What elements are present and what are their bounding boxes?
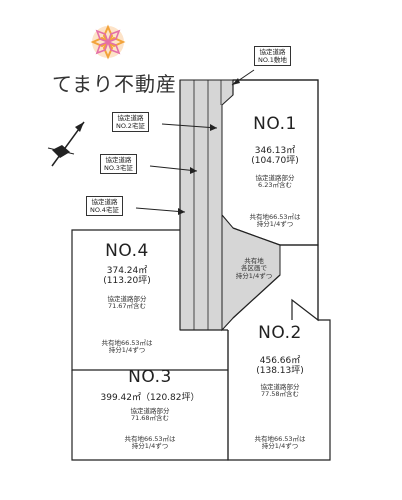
shared-land-label: 共有地 各区画で 持分1/4ずつ [235,257,273,280]
lot-no4-share-note: 共有地66.53㎡は 持分1/4ずつ [101,339,153,355]
lot-no2-road-note: 協定道路部分 77.58㎡含む [260,383,300,399]
brand-name: てまり不動産 [52,72,177,96]
callout-road-no3: 協定道路 NO.3宅証 [100,154,137,175]
lot-no1-title: NO.1 [253,114,297,134]
lot-no3-road-note: 協定道路部分 71.68㎡含む [130,407,170,423]
lot-no1-road-note: 協定道路部分 6.23㎡含む [255,174,295,190]
callout-road-no4: 協定道路 NO.4宅証 [86,196,123,217]
lot-no1-area: 346.13㎡ (104.70坪) [251,146,299,167]
lot-no2-area: 456.66㎡ (138.13坪) [256,356,304,377]
lot-no3-area: 399.42㎡（120.82坪） [100,393,200,403]
lot-no4-road-note: 協定道路部分 71.67㎡含む [107,295,147,311]
lot-no4-title: NO.4 [105,241,149,261]
lot-no4-area: 374.24㎡ (113.20坪) [103,266,151,287]
lot-no1-share-note: 共有地66.53㎡は 持分1/4ずつ [249,213,301,229]
lot-no3-title: NO.3 [128,367,172,387]
north-arrow-icon [47,121,85,167]
lot-no2-share-note: 共有地66.53㎡は 持分1/4ずつ [254,435,306,451]
callout-road-no2: 協定道路 NO.2宅証 [112,112,149,133]
callout-road-no1: 協定道路 NO.1敷地 [254,46,291,67]
lot-no2-title: NO.2 [258,323,302,343]
temari-ball-icon [90,24,126,60]
lot-no3-share-note: 共有地66.53㎡は 持分1/4ずつ [124,435,176,451]
